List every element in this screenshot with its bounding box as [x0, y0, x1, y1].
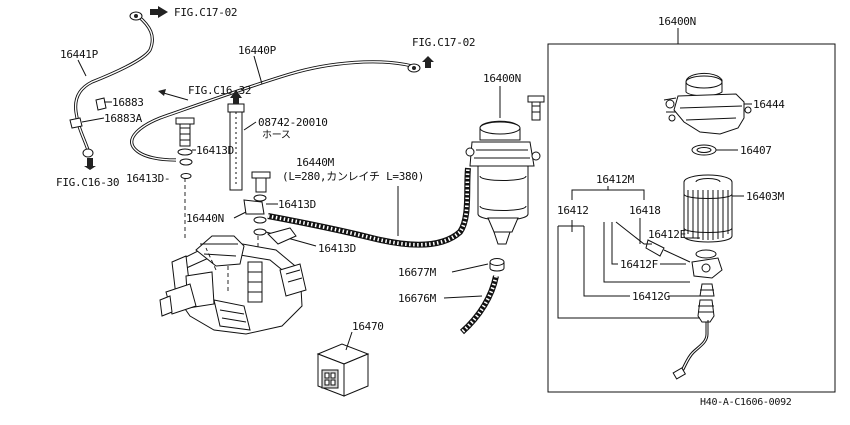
label-16440P: 16440P [238, 44, 277, 57]
label-16412F: 16412F [620, 258, 658, 271]
label-16440N: 16440N [186, 212, 224, 225]
banjo-bolt-top [175, 117, 195, 240]
filter-element-part [683, 174, 733, 243]
label-16412G: 16412G [632, 290, 670, 303]
part-group-brackets: 16412M 16412 16418 16412E 16412F 16412G [557, 173, 709, 324]
label-16413D-c: 16413D [278, 198, 316, 211]
label-fig-c17-02-left: FIG.C17-02 [174, 6, 237, 19]
label-16413D-b: 16413D- [126, 172, 170, 185]
label-fig-c17-02-right: FIG.C17-02 [412, 36, 475, 49]
label-16412: 16412 [557, 204, 589, 217]
label-16400N-box: 16400N [658, 15, 696, 28]
leader-16441P [77, 59, 87, 77]
label-16677M: 16677M [398, 266, 437, 279]
label-16413D-a: 16413D [196, 144, 234, 157]
arrow-fig-c16-30 [84, 158, 96, 170]
label-16470: 16470 [352, 320, 384, 333]
o-ring-part [691, 144, 717, 156]
leader-16440P [253, 55, 263, 85]
label-fig-c16-32: FIG.C16-32 [188, 84, 251, 97]
leader-16677M [451, 263, 489, 273]
label-16444: 16444 [753, 98, 785, 111]
label-16407: 16407 [740, 144, 772, 157]
leader-16440N [233, 211, 247, 219]
arrow-fig-c17-02-left [150, 6, 168, 18]
label-08742-sub: ホース [262, 129, 291, 141]
leader-16676M [443, 295, 483, 299]
label-16883A: 16883A [104, 112, 143, 125]
arrow-hose-up [230, 90, 242, 104]
fuel-filter-assembly [465, 95, 545, 245]
relay-16470 [316, 343, 370, 397]
label-16883: 16883 [112, 96, 144, 109]
label-16412E: 16412E [648, 228, 686, 241]
label-16440M: 16440M [296, 156, 335, 169]
leader-16470 [345, 331, 353, 351]
label-16400N-mid: 16400N [483, 72, 521, 85]
pipe-16441P [69, 11, 154, 158]
injection-pump [159, 227, 307, 335]
clamp-16677M [489, 258, 505, 272]
fittings-middle [243, 171, 271, 262]
arrow-fig-c17-02-right [422, 56, 434, 68]
drain-plug-part [645, 239, 723, 380]
priming-pump-part [663, 73, 752, 135]
hose-16440M [267, 167, 471, 248]
label-16440M-sub: (L=280,カンレイチ L=380) [282, 170, 424, 183]
hose-16676M [459, 275, 499, 335]
label-16403M: 16403M [746, 190, 785, 203]
hose-08742 [227, 103, 245, 191]
leader-08742 [243, 121, 257, 131]
assembly-box [547, 43, 836, 393]
label-code: H40-A-C1606-0092 [700, 397, 792, 408]
label-fig-c16-30: FIG.C16-30 [56, 176, 119, 189]
label-16412M: 16412M [596, 173, 635, 186]
leader-16883A [81, 117, 105, 123]
label-16418: 16418 [629, 204, 661, 217]
label-16676M: 16676M [398, 292, 437, 305]
label-08742: 08742-20010 [258, 116, 328, 129]
pipe-16440P [130, 60, 421, 162]
label-16441P: 16441P [60, 48, 99, 61]
label-16413D-d: 16413D [318, 242, 356, 255]
